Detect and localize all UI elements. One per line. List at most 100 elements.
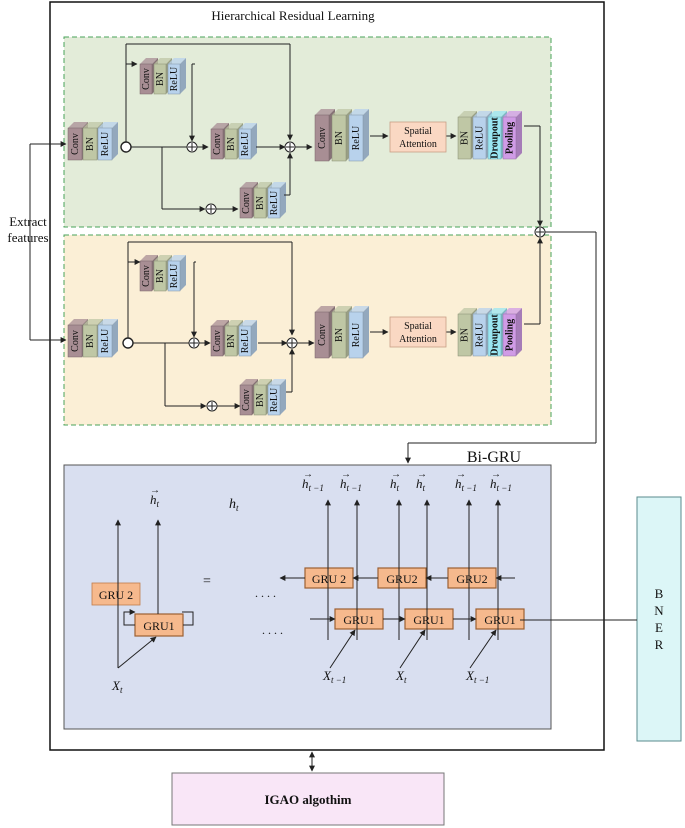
hidden-state-label-2: →ht −1: [340, 469, 362, 493]
gru2-cell-2: GRU2: [377, 567, 427, 589]
bottom-spatial-attention: Spatial Attention: [389, 316, 447, 348]
equals-sign: =: [203, 574, 211, 589]
top-stem-bn-label: BN: [85, 137, 96, 151]
top-add-lower: [205, 203, 217, 215]
bottom-tail-relu-label: ReLU: [475, 322, 486, 347]
top-middle-bn-label: BN: [226, 137, 237, 151]
top-add-main: [284, 141, 296, 153]
gru1-cell-label-2: GRU1: [413, 613, 444, 627]
bottom-stem-relu-label: ReLU: [100, 328, 111, 353]
top-middle-relu-label: ReLU: [240, 131, 251, 156]
bner-letter-e: E: [655, 620, 663, 635]
bottom-stem-relu-layer: ReLU: [97, 319, 118, 358]
top-stem-relu-label: ReLU: [100, 131, 111, 156]
top-spatial-attention-line2: Attention: [399, 139, 437, 150]
left-mid-h-label: ht: [229, 497, 239, 513]
bigru-title: Bi-GRU: [467, 449, 522, 466]
bottom-lower-bn-label: BN: [255, 393, 266, 407]
left-gru-cell: GRU 2 GRU1 Xt ht → ht: [91, 485, 239, 695]
top-lower-bn-label: BN: [255, 196, 266, 210]
left-top-arrow-accent: →: [150, 485, 160, 496]
outer-frame: [49, 1, 605, 751]
bottom-add-lower: [206, 400, 218, 412]
top-upper-relu-layer: ReLU: [167, 58, 186, 95]
input-label-3: Xt −1: [465, 668, 489, 685]
left-input-label: Xt: [111, 678, 123, 695]
hidden-state-label-3: →ht: [390, 469, 401, 493]
hidden-state-text-4: ht: [416, 476, 426, 493]
hidden-state-text-6: ht −1: [490, 476, 512, 493]
bottom-upper-relu-label: ReLU: [169, 263, 180, 288]
gru1-cell-2: GRU1: [404, 608, 454, 630]
top-tail-relu-label: ReLU: [475, 125, 486, 150]
bottom-spatial-attention-line2: Attention: [399, 334, 437, 345]
left-gru2-label: GRU 2: [99, 588, 133, 602]
bottom-tail-droupout-label: Droupout: [490, 314, 501, 356]
bottom-add-upper: [188, 337, 200, 349]
gru2-cell-label-1: GRU 2: [312, 572, 346, 586]
bner-box: [636, 496, 682, 742]
hidden-state-label-6: →ht −1: [490, 469, 512, 493]
bottom-stem-bn-label: BN: [85, 334, 96, 348]
top-upper-conv-label: Conv: [141, 68, 152, 90]
bottom-add-main: [286, 337, 298, 349]
bottom-tail-pooling-layer: Pooling: [502, 308, 522, 357]
gru1-cell-label-3: GRU1: [484, 613, 515, 627]
top-lower-conv-label: Conv: [241, 192, 252, 214]
bottom-tail-pooling-label: Pooling: [505, 319, 516, 351]
gru1-cell-3: GRU1: [475, 608, 525, 630]
bottom-post-relu-label: ReLU: [351, 322, 362, 347]
dots-bottom: . . . .: [262, 623, 283, 637]
top-post-bn-label: BN: [334, 131, 345, 145]
bottom-middle-relu-layer: ReLU: [238, 320, 257, 357]
bottom-middle-conv-label: Conv: [212, 330, 223, 352]
hidden-state-text-2: ht −1: [340, 476, 362, 493]
igao-box: [171, 772, 445, 826]
input-label-1: Xt −1: [322, 668, 346, 685]
bottom-lower-conv-label: Conv: [241, 389, 252, 411]
bottom-tail-relu-layer: ReLU: [472, 308, 492, 357]
top-stem-relu-layer: ReLU: [97, 122, 118, 161]
hidden-state-arrow-4: →: [417, 469, 427, 480]
bottom-post-conv-label: Conv: [317, 324, 328, 346]
bottom-split-node: [122, 337, 134, 349]
extract-features-label-line1: Extract: [9, 214, 47, 229]
input-label-2: Xt: [395, 668, 407, 685]
hidden-state-label-4: →ht: [416, 469, 427, 493]
top-tail-bn-label: BN: [460, 131, 471, 145]
top-stem-conv-label: Conv: [70, 133, 81, 155]
bottom-lower-relu-layer: ReLU: [267, 379, 286, 416]
gru2-cell-label-2: GRU2: [386, 572, 417, 586]
gru2-cell-label-3: GRU2: [456, 572, 487, 586]
dots-top: . . . .: [255, 586, 276, 600]
bner-letter-r: R: [655, 637, 664, 652]
bigru-panel: [63, 464, 552, 730]
top-lower-relu-label: ReLU: [269, 190, 280, 215]
hidden-state-text-1: ht −1: [302, 476, 324, 493]
bottom-lower-relu-label: ReLU: [269, 387, 280, 412]
hidden-state-text-3: ht: [390, 476, 400, 493]
top-spatial-attention-line1: Spatial: [404, 126, 432, 137]
bner-letter-b: B: [655, 586, 664, 601]
extract-features-label-line2: features: [7, 230, 48, 245]
bottom-post-relu-layer: ReLU: [348, 306, 369, 359]
hidden-state-text-5: ht −1: [455, 476, 477, 493]
merge-add-node: [534, 226, 546, 238]
top-tail-pooling-label: Pooling: [505, 122, 516, 154]
top-post-relu-label: ReLU: [351, 125, 362, 150]
gru2-cell-1: GRU 2: [304, 567, 354, 589]
igao-label: IGAO algothim: [264, 792, 351, 807]
top-upper-relu-label: ReLU: [169, 66, 180, 91]
hidden-state-arrow-3: →: [391, 469, 401, 480]
bottom-post-bn-label: BN: [334, 328, 345, 342]
left-top-h-label: ht: [150, 492, 160, 509]
gru1-cell-label-1: GRU1: [343, 613, 374, 627]
bottom-middle-relu-label: ReLU: [240, 328, 251, 353]
bottom-tail-bn-label: BN: [460, 328, 471, 342]
top-split-node: [120, 141, 132, 153]
top-middle-relu-layer: ReLU: [238, 123, 257, 160]
top-add-upper: [186, 141, 198, 153]
connections: [29, 43, 597, 464]
